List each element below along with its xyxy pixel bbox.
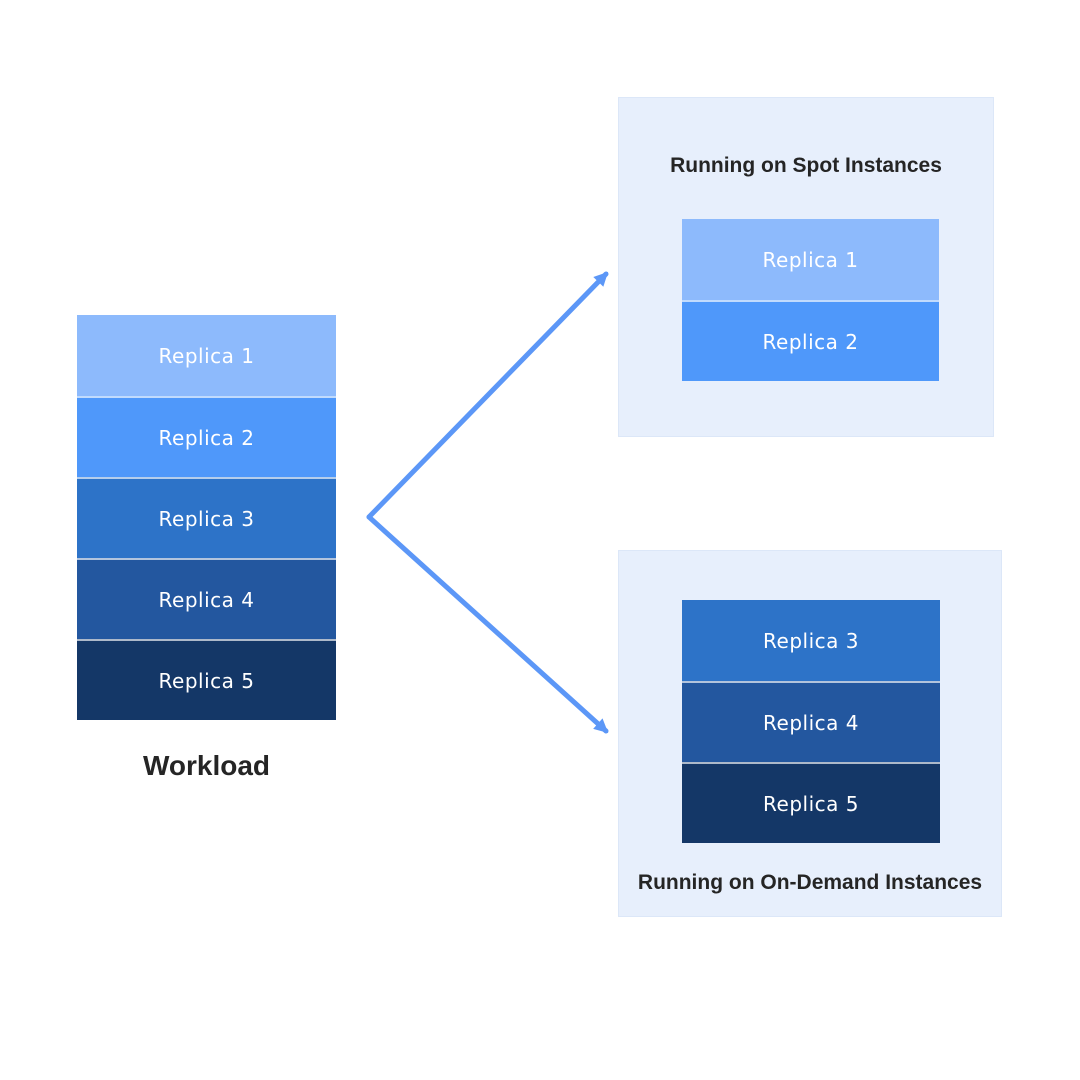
replica-row: Replica 4 <box>682 681 940 762</box>
replica-row: Replica 3 <box>77 477 336 558</box>
replica-row: Replica 5 <box>682 762 940 843</box>
arrow-to-ondemand <box>366 514 609 734</box>
replica-row: Replica 2 <box>682 300 939 381</box>
spot-box-title: Running on Spot Instances <box>670 154 942 177</box>
replica-row: Replica 4 <box>77 558 336 639</box>
replica-row: Replica 3 <box>682 600 940 681</box>
ondemand-box-title: Running on On-Demand Instances <box>637 871 983 894</box>
replica-row: Replica 5 <box>77 639 336 720</box>
workload-label: Workload <box>142 750 271 781</box>
replica-row: Replica 2 <box>77 396 336 477</box>
arrow-to-spot <box>366 271 609 520</box>
replica-row: Replica 1 <box>682 219 939 300</box>
replica-row: Replica 1 <box>77 315 336 396</box>
